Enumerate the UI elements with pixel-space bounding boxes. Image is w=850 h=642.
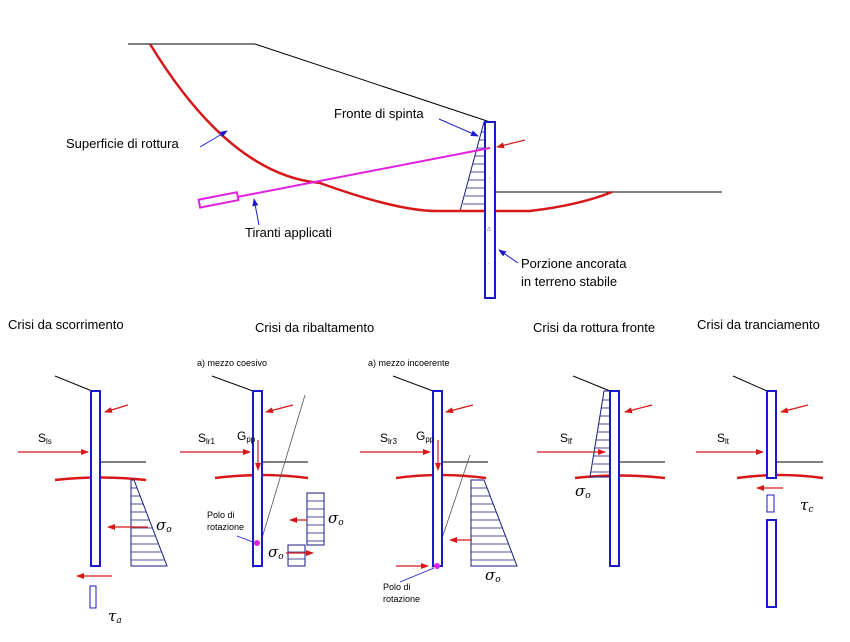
label-terreno-stabile: in terreno stabile [521,274,617,289]
case-ribaltamento-coesivo: Slr1 Gpp Polo di rotazione σo σo [180,375,344,569]
svg-text:σo: σo [485,566,501,585]
leader-tiranti [252,198,260,226]
label-tau: τa [108,607,122,626]
svg-text:σo: σo [268,543,284,562]
case-rottura-fronte: Slf σo [537,375,666,567]
svg-text:Polo di: Polo di [207,510,235,520]
title-rottura-fronte: Crisi da rottura fronte [533,320,655,335]
failure-surface [148,43,613,213]
svg-text:Polo di: Polo di [383,582,411,592]
wall-lower [766,519,777,608]
svg-text:rotazione: rotazione [383,594,420,604]
label-sigma: σo [156,516,172,535]
svg-text:△: △ [487,226,491,232]
case-scorrimento: Sls σo τa [18,375,172,626]
wall [252,390,263,567]
svg-text:Slr3: Slr3 [380,431,397,446]
wall [90,390,101,567]
title-tranciamento: Crisi da tranciamento [697,317,820,332]
retaining-wall [484,121,496,299]
main-diagram: ·◦△· Fronte di spinta Superficie di rott… [66,43,722,299]
svg-text:σo: σo [575,482,591,501]
svg-text:Slt: Slt [717,431,730,446]
leader-porzione [498,249,519,264]
label-fronte-di-spinta: Fronte di spinta [334,106,424,121]
label-tiranti-applicati: Tiranti applicati [245,225,332,240]
svg-text:σo: σo [328,509,344,528]
case-tranciamento: Slt τc [696,375,824,608]
leader-fronte [438,118,479,137]
svg-text:Slr1: Slr1 [198,431,215,446]
wall [609,390,620,567]
title-scorrimento: Crisi da scorrimento [8,317,124,332]
svg-text:Gpp: Gpp [416,429,435,444]
subtitle-coesivo: a) mezzo coesivo [197,358,267,368]
wall-upper [766,390,777,479]
svg-text:◦: ◦ [489,176,491,182]
label-porzione-ancorata: Porzione ancorata [521,256,627,271]
subtitle-incoerente: a) mezzo incoerente [368,358,450,368]
svg-text:·: · [488,261,490,267]
tieback-rod [236,147,491,198]
tieback-arrow [496,139,526,149]
tieback-anchor [197,191,240,209]
svg-text:τc: τc [800,496,813,515]
ground-profile [128,43,491,123]
label-superficie-di-rottura: Superficie di rottura [66,136,179,151]
svg-text:rotazione: rotazione [207,522,244,532]
wall [432,390,443,567]
svg-text:Slf: Slf [560,431,573,446]
leader-superficie [199,130,228,148]
title-ribaltamento: Crisi da ribaltamento [255,320,374,335]
label-s: Sls [38,431,52,446]
svg-text:Gpp: Gpp [237,429,256,444]
case-ribaltamento-incoerente: Slr3 Gpp Polo di rotazione σo [360,375,518,604]
